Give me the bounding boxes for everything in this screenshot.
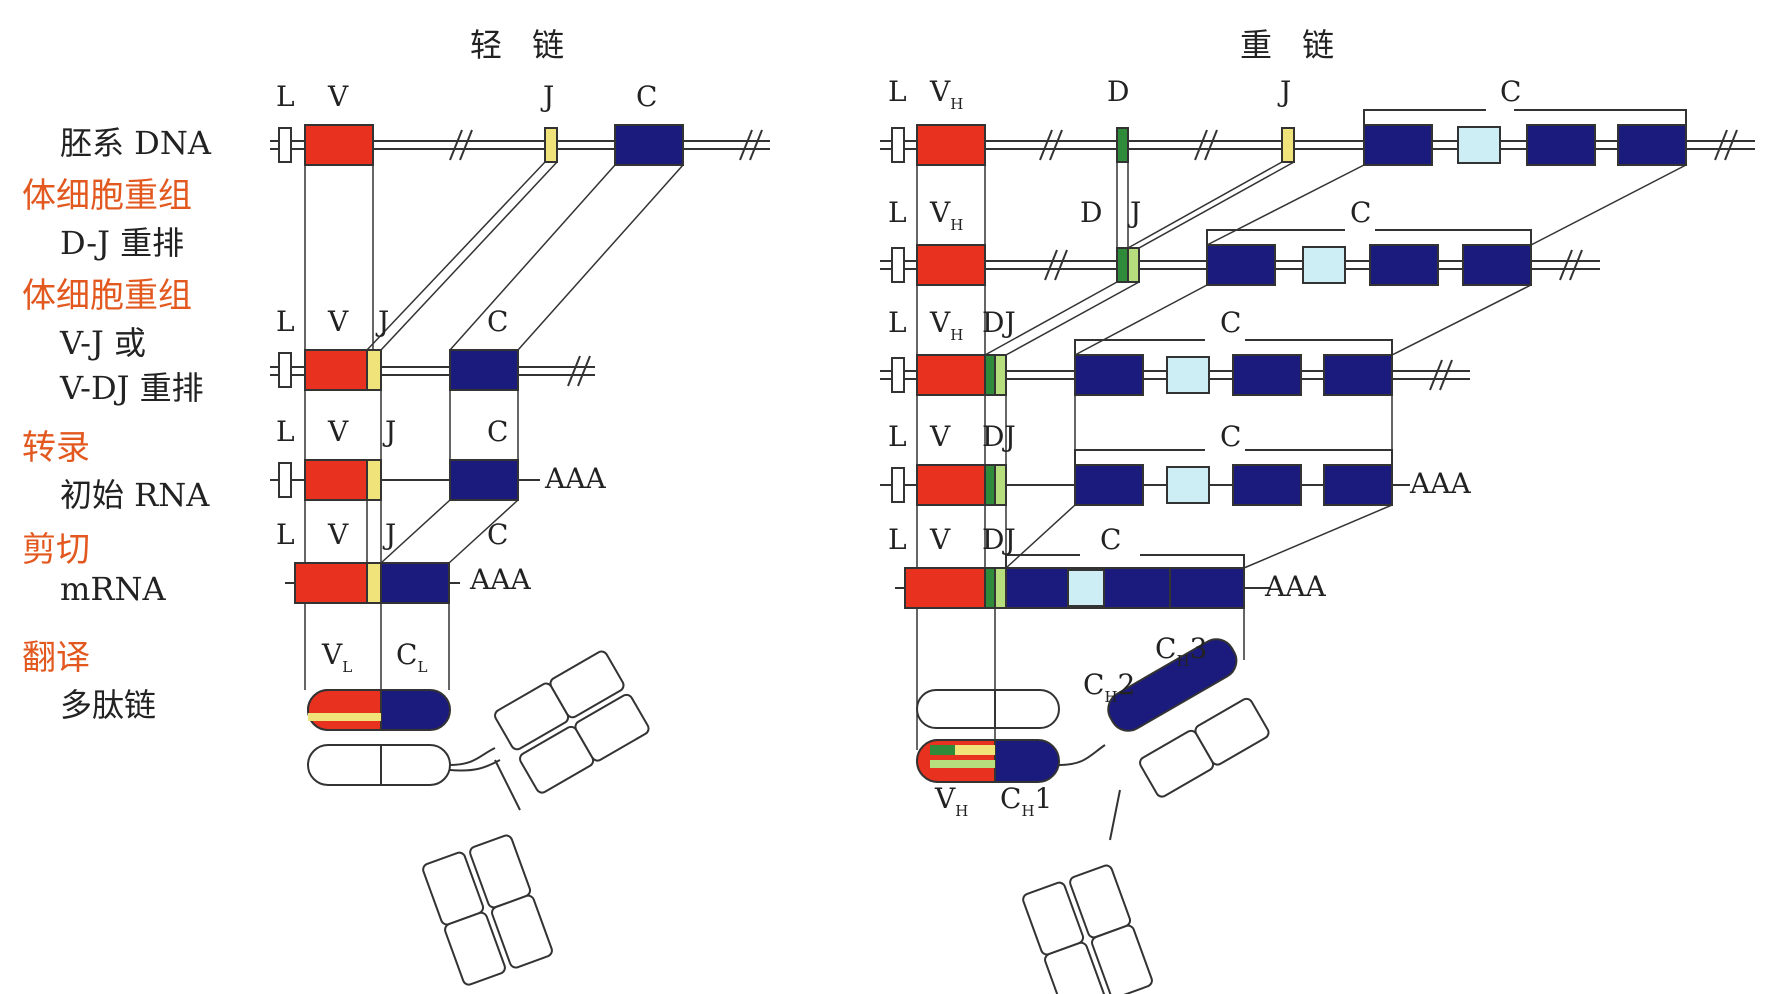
- label-VH: VH: [930, 306, 963, 344]
- light-mrna: [285, 563, 460, 603]
- seg-label-J: J: [385, 415, 396, 448]
- light-antibody-fragment: [421, 649, 650, 986]
- label-VH: VH: [930, 196, 963, 234]
- label-VH: VH: [935, 782, 968, 820]
- light-mrna-polyA: AAA: [470, 563, 531, 596]
- seg-label-V: V: [328, 415, 348, 448]
- seg-label-L: L: [888, 420, 907, 453]
- seg-label-C: C: [1100, 523, 1121, 556]
- break-mark: [450, 130, 762, 160]
- heavy-polypeptide: [917, 690, 1059, 782]
- seg-label-J: J: [543, 80, 554, 113]
- seg-label-L: L: [888, 306, 907, 339]
- light-rna-polyA: AAA: [545, 462, 606, 495]
- step-primary-rna: 初始 RNA: [60, 470, 209, 516]
- seg-label-V: V: [930, 523, 950, 556]
- step-dj-rearrangement: D-J 重排: [60, 218, 184, 264]
- heavy-mrna-polyA: AAA: [1265, 570, 1326, 603]
- label-CH1: CH1: [1000, 782, 1052, 820]
- heavy-vdj-rearranged: [880, 340, 1470, 395]
- seg-label-C: C: [1350, 196, 1371, 229]
- seg-label-L: L: [888, 75, 907, 108]
- seg-label-C: C: [1500, 75, 1521, 108]
- light-chain-title: 轻 链: [470, 20, 574, 66]
- light-germline-dna: [270, 125, 770, 165]
- seg-label-J: J: [378, 305, 389, 338]
- label-VH: VH: [930, 75, 963, 113]
- light-vj-rearranged: [270, 350, 595, 390]
- step-mrna: mRNA: [60, 570, 166, 608]
- seg-label-C: C: [487, 305, 508, 338]
- seg-label-V: V: [930, 420, 950, 453]
- step-somatic-recombination-1: 体细胞重组: [22, 168, 192, 217]
- seg-label-V: V: [328, 305, 348, 338]
- heavy-dj-rearranged: [880, 230, 1600, 285]
- seg-label-L: L: [276, 80, 295, 113]
- step-translation: 翻译: [22, 630, 90, 679]
- step-germline-dna: 胚系 DNA: [60, 118, 211, 164]
- label-CL: CL: [396, 638, 427, 676]
- step-splicing: 剪切: [22, 522, 90, 571]
- seg-label-L: L: [276, 518, 295, 551]
- light-polypeptide: [308, 690, 450, 785]
- seg-label-DJ: DJ: [982, 420, 1016, 453]
- heavy-connector-lines: [917, 162, 1686, 750]
- step-vdj-rearrangement: V-DJ 重排: [60, 363, 204, 409]
- heavy-mrna: [895, 555, 1270, 608]
- step-vj-or: V-J 或: [60, 318, 146, 364]
- heavy-chain-title: 重 链: [1240, 20, 1344, 66]
- step-somatic-recombination-2: 体细胞重组: [22, 268, 192, 317]
- heavy-rna-polyA: AAA: [1410, 467, 1471, 500]
- seg-label-J: J: [385, 518, 396, 551]
- seg-label-V: V: [328, 80, 348, 113]
- seg-label-C: C: [1220, 306, 1241, 339]
- label-CH2: CH2: [1083, 668, 1135, 706]
- seg-label-L: L: [888, 523, 907, 556]
- seg-label-C: C: [487, 518, 508, 551]
- heavy-germline-dna: [880, 110, 1755, 165]
- seg-label-C: C: [487, 415, 508, 448]
- seg-label-J: J: [1130, 196, 1141, 229]
- seg-label-DJ: DJ: [982, 306, 1016, 339]
- seg-label-C: C: [636, 80, 657, 113]
- seg-label-J: J: [1280, 75, 1291, 108]
- label-CH3: CH3: [1155, 632, 1207, 670]
- heavy-antibody-fragment: [1021, 633, 1270, 994]
- light-primary-rna: [270, 460, 540, 500]
- step-transcription: 转录: [22, 420, 90, 469]
- seg-label-L: L: [276, 305, 295, 338]
- seg-label-C: C: [1220, 420, 1241, 453]
- seg-label-L: L: [888, 196, 907, 229]
- seg-label-D: D: [1080, 196, 1102, 229]
- seg-label-DJ: DJ: [982, 523, 1016, 556]
- seg-label-D: D: [1107, 75, 1129, 108]
- seg-label-V: V: [328, 518, 348, 551]
- step-polypeptide: 多肽链: [60, 680, 156, 726]
- heavy-primary-rna: [880, 450, 1410, 505]
- label-VL: VL: [322, 638, 352, 676]
- seg-label-L: L: [276, 415, 295, 448]
